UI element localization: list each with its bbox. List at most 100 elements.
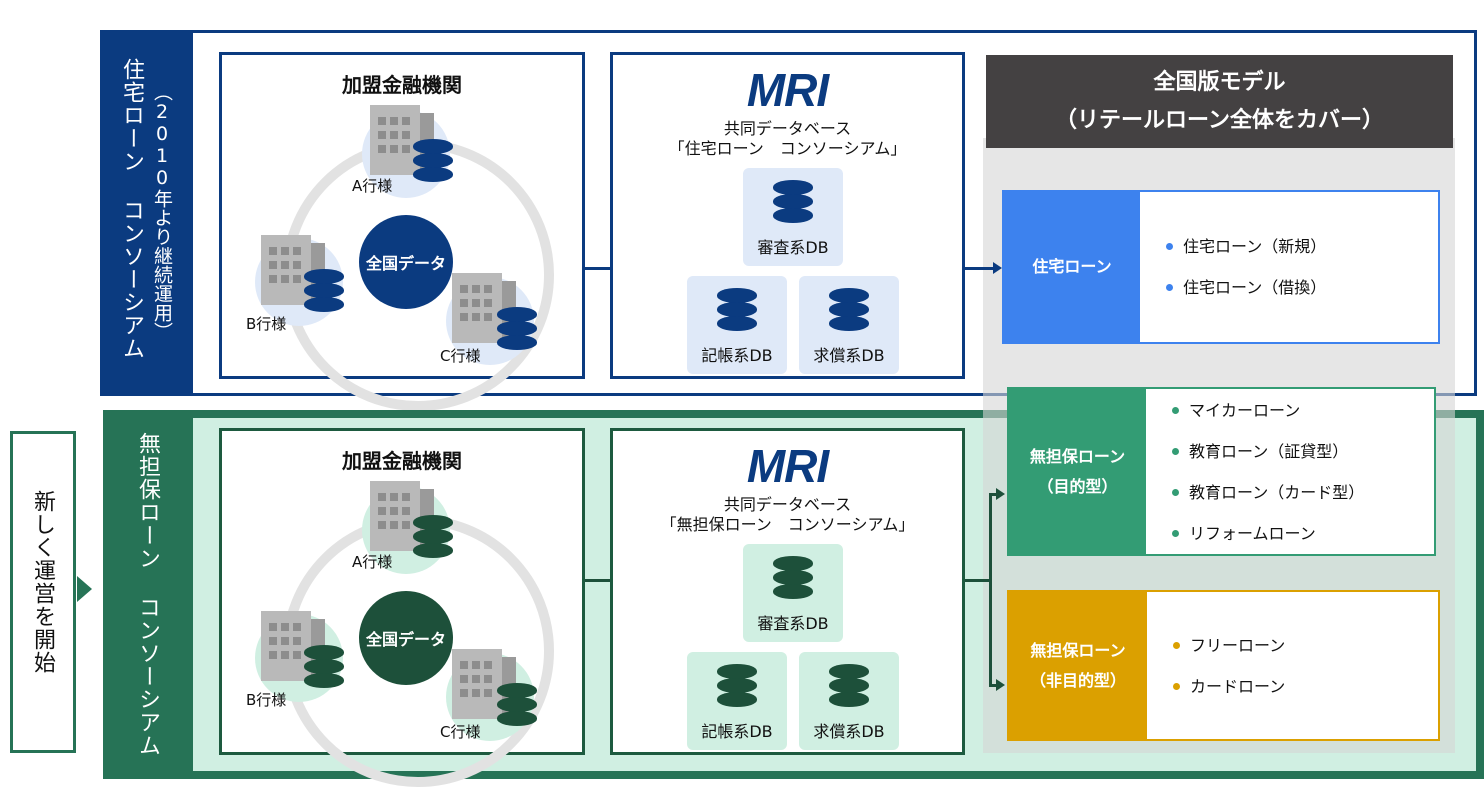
- window-icon: [293, 275, 301, 283]
- national-model-header: 全国版モデル （リテールローン全体をカバー）: [986, 55, 1453, 148]
- unsecured-consortium-label: 無担保ローン コンソーシアム: [103, 410, 193, 779]
- database-icon: [413, 139, 453, 189]
- bank-a-label: A行様: [352, 553, 393, 571]
- database-icon: [773, 556, 813, 606]
- ledger-db-tile: 記帳系DB: [687, 652, 787, 750]
- recovery-db-label: 求償系DB: [813, 346, 885, 365]
- database-icon: [497, 307, 537, 357]
- window-icon: [402, 493, 410, 501]
- screening-db-label: 審査系DB: [757, 238, 829, 257]
- window-icon: [293, 247, 301, 255]
- mri-logo: MRI: [746, 440, 829, 492]
- unsecured-consortium-title: 無担保ローン コンソーシアム: [135, 432, 160, 757]
- shared-db-name: 「住宅ローン コンソーシアム」: [668, 139, 907, 158]
- loan-product: 住宅ローン（借換）: [1183, 278, 1327, 297]
- window-icon: [293, 651, 301, 659]
- housing-consortium-subtitle: （2010年より継続運用）: [151, 82, 173, 341]
- ledger-db-label: 記帳系DB: [701, 346, 773, 365]
- member-institutions-title: 加盟金融機関: [342, 73, 462, 97]
- loan-product: 教育ローン（カード型）: [1189, 482, 1365, 502]
- window-icon: [460, 661, 468, 669]
- window-icon: [484, 661, 492, 669]
- national-model-title: 全国版モデル: [1153, 70, 1286, 95]
- new-operation-label: 新しく運営を開始: [10, 431, 76, 753]
- shared-db-label: 共同データベース: [723, 495, 852, 514]
- window-icon: [281, 261, 289, 269]
- database-icon: [304, 269, 344, 319]
- window-icon: [281, 637, 289, 645]
- database-icon: [304, 645, 344, 695]
- bullet-icon: [1172, 488, 1179, 496]
- category-unsecured-purpose: 無担保ローン （目的型） マイカーローン 教育ローン（証貸型） 教育ローン（カー…: [1007, 387, 1436, 556]
- bullet-icon: [1173, 641, 1180, 649]
- connector-line: [989, 493, 992, 687]
- window-icon: [484, 313, 492, 321]
- database-icon: [829, 288, 869, 338]
- national-data-hub: 全国データ: [359, 591, 453, 685]
- window-icon: [269, 247, 277, 255]
- bank-c-label: C行様: [440, 347, 481, 365]
- window-icon: [472, 661, 480, 669]
- category-name: 無担保ローン （目的型）: [1009, 389, 1146, 554]
- loan-product: 教育ローン（証貸型）: [1189, 441, 1349, 461]
- window-icon: [390, 131, 398, 139]
- bullet-icon: [1172, 447, 1179, 455]
- arrowhead-icon: [993, 262, 1002, 274]
- housing-consortium-title: 住宅ローン コンソーシアム: [119, 58, 144, 360]
- screening-db-label: 審査系DB: [757, 614, 829, 633]
- ledger-db-tile: 記帳系DB: [687, 276, 787, 374]
- connector-line: [585, 579, 612, 582]
- arrow-right-icon: [77, 576, 92, 602]
- window-icon: [484, 675, 492, 683]
- window-icon: [460, 299, 468, 307]
- window-icon: [472, 313, 480, 321]
- bank-b-label: B行様: [246, 691, 287, 709]
- connector-line: [989, 493, 997, 496]
- arrowhead-icon: [996, 679, 1005, 691]
- window-icon: [402, 117, 410, 125]
- window-icon: [281, 275, 289, 283]
- database-icon: [717, 664, 757, 714]
- screening-db-tile: 審査系DB: [743, 544, 843, 642]
- window-icon: [293, 637, 301, 645]
- recovery-db-tile: 求償系DB: [799, 652, 899, 750]
- category-name: 住宅ローン: [1004, 192, 1140, 342]
- housing-consortium-label: 住宅ローン コンソーシアム （2010年より継続運用）: [100, 30, 193, 396]
- window-icon: [378, 131, 386, 139]
- database-icon: [413, 515, 453, 565]
- window-icon: [402, 131, 410, 139]
- recovery-db-tile: 求償系DB: [799, 276, 899, 374]
- window-icon: [269, 637, 277, 645]
- list-item: 教育ローン（証貸型）: [1172, 431, 1364, 472]
- window-icon: [281, 651, 289, 659]
- window-icon: [402, 145, 410, 153]
- building-icon: [452, 649, 516, 719]
- shared-database-panel: MRI 共同データベース 「住宅ローン コンソーシアム」 審査系DB 記帳系DB…: [610, 52, 965, 379]
- loan-product: カードローン: [1190, 676, 1286, 696]
- window-icon: [472, 299, 480, 307]
- window-icon: [378, 521, 386, 529]
- mri-logo: MRI: [746, 64, 829, 116]
- window-icon: [402, 521, 410, 529]
- window-icon: [472, 675, 480, 683]
- window-icon: [390, 507, 398, 515]
- window-icon: [281, 623, 289, 631]
- member-institutions-panel: 加盟金融機関 A行様 B行様 C行様 全国データ: [219, 52, 585, 411]
- connector-line: [585, 267, 612, 270]
- category-name-line2: （目的型）: [1037, 476, 1118, 496]
- category-unsecured-nonpurpose: 無担保ローン （非目的型） フリーローン カードローン: [1007, 590, 1440, 741]
- window-icon: [281, 247, 289, 255]
- connector-line: [965, 267, 995, 270]
- window-icon: [378, 117, 386, 125]
- national-model-subtitle: （リテールローン全体をカバー）: [1055, 108, 1384, 133]
- arrowhead-icon: [996, 488, 1005, 500]
- list-item: マイカーローン: [1172, 390, 1364, 431]
- screening-db-tile: 審査系DB: [743, 168, 843, 266]
- shared-db-label: 共同データベース: [723, 119, 852, 138]
- ledger-db-label: 記帳系DB: [701, 722, 773, 741]
- bullet-icon: [1166, 243, 1173, 250]
- window-icon: [293, 261, 301, 269]
- category-name: 無担保ローン （非目的型）: [1009, 592, 1147, 739]
- window-icon: [269, 651, 277, 659]
- window-icon: [460, 285, 468, 293]
